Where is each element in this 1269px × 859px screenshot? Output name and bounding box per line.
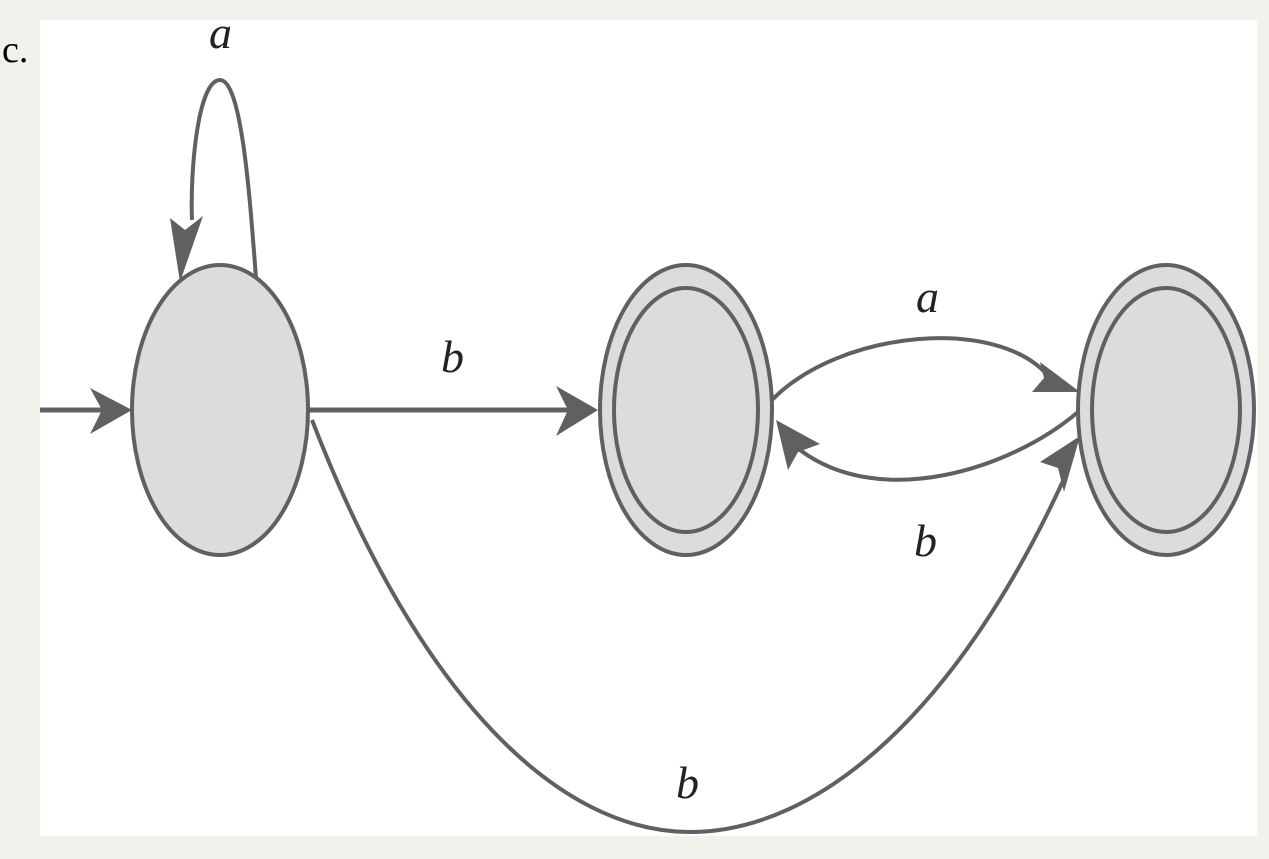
label-q0-q1: b [441,331,464,382]
state-q0 [130,263,310,557]
state-q1 [598,263,774,557]
label-q1-q2: a [916,271,939,322]
edge-q0-self-loop [170,77,258,282]
edge-q0-to-q2 [310,419,1080,835]
label-q0-q2: b [676,757,699,808]
label-q0-self: a [209,20,232,58]
state-q2 [1076,263,1256,557]
automaton-diagram: a b a b b [40,20,1256,835]
start-arrow [40,388,132,434]
edge-q1-to-q2 [770,336,1080,402]
item-label: c. [2,29,29,71]
label-q2-q1: b [914,515,937,566]
edge-q2-to-q1 [776,410,1080,482]
edge-q0-to-q1 [308,386,598,436]
diagram-panel: a b a b b [40,20,1257,836]
